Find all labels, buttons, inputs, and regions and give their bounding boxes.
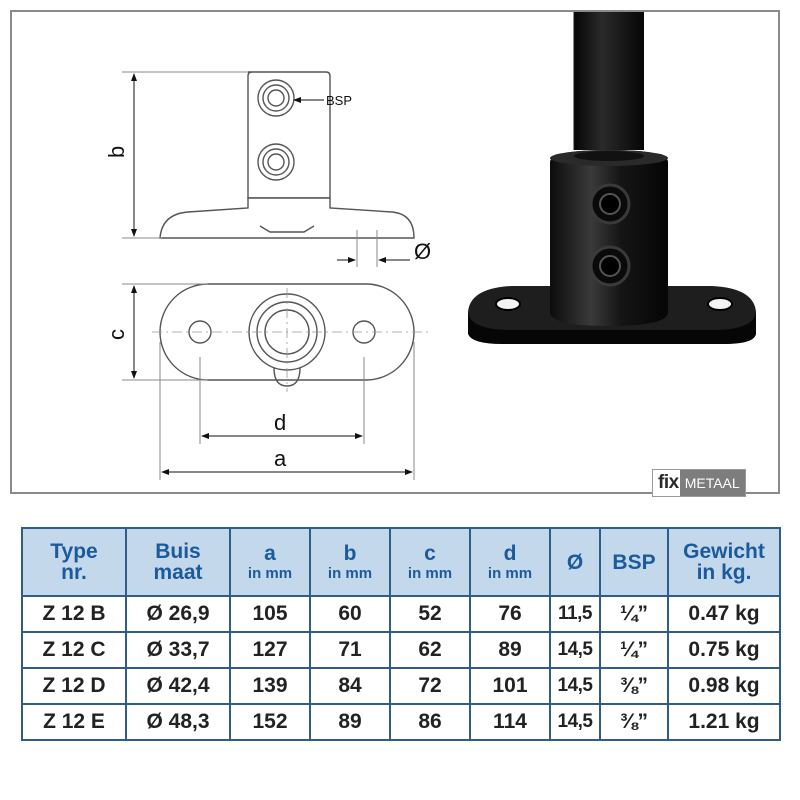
product-render [468,12,756,344]
cell-diameter: 14,5 [549,631,601,669]
cell-bsp: ⅜” [599,667,669,705]
cell-d: 101 [469,667,551,705]
cell-a: 139 [229,667,311,705]
header-diameter: Ø [549,527,601,597]
dimension-diameter [337,230,410,267]
cell-diameter: 14,5 [549,703,601,741]
table-row: Z 12 E Ø 48,3 152 89 86 114 14,5 ⅜” 1.21… [21,703,781,741]
table-row: Z 12 B Ø 26,9 105 60 52 76 11,5 ¼” 0.47 … [21,595,781,633]
dimension-b [122,71,248,239]
cell-d: 76 [469,595,551,633]
label-c: c [104,329,129,340]
cell-c: 62 [389,631,471,669]
cell-c: 72 [389,667,471,705]
cell-buis: Ø 42,4 [125,667,231,705]
figure-panel: BSP b Ø [10,10,780,497]
cell-type: Z 12 B [21,595,127,633]
cell-b: 71 [309,631,391,669]
dimension-d [199,357,365,444]
cell-c: 86 [389,703,471,741]
cell-a: 152 [229,703,311,741]
cell-diameter: 14,5 [549,667,601,705]
cell-b: 84 [309,667,391,705]
cell-a: 105 [229,595,311,633]
cell-gewicht: 0.47 kg [667,595,781,633]
top-view [152,283,432,392]
cell-gewicht: 0.75 kg [667,631,781,669]
header-bsp: BSP [599,527,669,597]
technical-drawing: BSP b Ø [104,12,756,480]
cell-diameter: 11,5 [549,595,601,633]
label-diameter: Ø [414,239,431,264]
label-b: b [104,146,129,158]
bsp-leader: BSP [293,93,352,108]
cell-bsp: ¼” [599,595,669,633]
cell-buis: Ø 26,9 [125,595,231,633]
cell-buis: Ø 33,7 [125,631,231,669]
cell-d: 114 [469,703,551,741]
cell-b: 60 [309,595,391,633]
cell-b: 89 [309,703,391,741]
cell-type: Z 12 C [21,631,127,669]
cell-c: 52 [389,595,471,633]
cell-buis: Ø 48,3 [125,703,231,741]
dimension-c [122,283,208,381]
label-d: d [274,410,286,435]
cell-bsp: ⅜” [599,703,669,741]
cell-type: Z 12 E [21,703,127,741]
cell-a: 127 [229,631,311,669]
table-row: Z 12 C Ø 33,7 127 71 62 89 14,5 ¼” 0.75 … [21,631,781,669]
dimension-a [159,342,415,480]
cell-gewicht: 1.21 kg [667,703,781,741]
table-row: Z 12 D Ø 42,4 139 84 72 101 14,5 ⅜” 0.98… [21,667,781,705]
cell-d: 89 [469,631,551,669]
cell-gewicht: 0.98 kg [667,667,781,705]
side-view [159,71,415,239]
fixmetaal-logo: fix METAAL [652,469,746,497]
cell-bsp: ¼” [599,631,669,669]
bsp-label: BSP [326,93,352,108]
cell-type: Z 12 D [21,667,127,705]
logo-metaal-text: METAAL [679,470,745,496]
label-a: a [274,446,287,471]
logo-fix-text: fix [658,472,679,493]
